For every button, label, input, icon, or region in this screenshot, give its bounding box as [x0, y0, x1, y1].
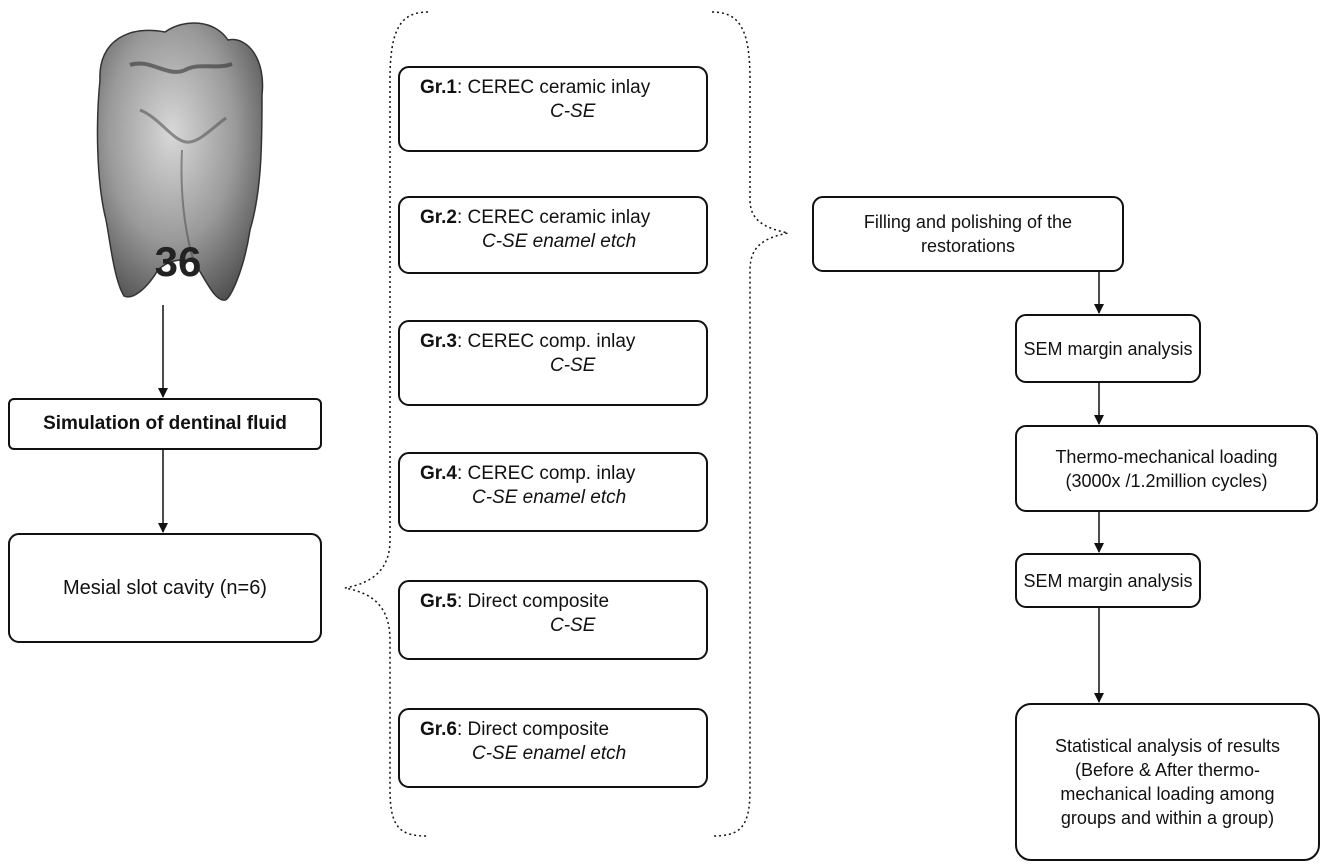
group-text: : Direct composite: [456, 719, 610, 740]
group-text: : CEREC comp. inlay: [456, 463, 636, 484]
filling-box: Filling and polishing of the restoration…: [812, 196, 1124, 272]
stats-line-2: (Before & After thermo-: [1074, 760, 1261, 780]
thermo-box: Thermo-mechanical loading (3000x /1.2mil…: [1015, 425, 1318, 512]
group-id: Gr.4: [420, 463, 457, 484]
group-id: Gr.2: [420, 207, 457, 228]
stats-line-3: mechanical loading among: [1060, 784, 1275, 804]
sem-label-2: SEM margin analysis: [1023, 570, 1193, 591]
cavity-label: Mesial slot cavity (n=6): [63, 577, 267, 599]
thermo-line-2: (3000x /1.2million cycles): [1065, 470, 1268, 491]
group-id: Gr.5: [420, 591, 457, 612]
group-method: C-SE enamel etch: [472, 743, 627, 764]
simulation-label: Simulation of dentinal fluid: [43, 413, 287, 434]
group-method: C-SE enamel etch: [472, 487, 627, 508]
thermo-line-1: Thermo-mechanical loading: [1055, 446, 1278, 467]
group-box-4: Gr.4: CEREC comp. inlay C-SE enamel etch: [398, 452, 708, 532]
group-text: : Direct composite: [456, 591, 610, 612]
right-brace: [711, 11, 789, 837]
stats-line-4: groups and within a group): [1060, 808, 1275, 828]
group-box-3: Gr.3: CEREC comp. inlay C-SE: [398, 320, 708, 406]
group-text: : CEREC ceramic inlay: [456, 77, 651, 98]
group-method: C-SE enamel etch: [482, 231, 637, 252]
filling-line-1: Filling and polishing of the: [863, 212, 1073, 232]
filling-line-2: restorations: [920, 236, 1016, 256]
left-brace: [344, 11, 429, 837]
group-box-2: Gr.2: CEREC ceramic inlay C-SE enamel et…: [398, 196, 708, 274]
group-text: : CEREC comp. inlay: [456, 331, 636, 352]
group-box-6: Gr.6: Direct composite C-SE enamel etch: [398, 708, 708, 788]
tooth-image: [96, 22, 264, 301]
group-box-1: Gr.1: CEREC ceramic inlay C-SE: [398, 66, 708, 152]
stats-box: Statistical analysis of results (Before …: [1015, 703, 1320, 861]
group-id: Gr.1: [420, 77, 457, 98]
group-id: Gr.3: [420, 331, 457, 352]
group-text: : CEREC ceramic inlay: [456, 207, 651, 228]
sem-box-2: SEM margin analysis: [1015, 553, 1201, 608]
group-method: C-SE: [550, 355, 596, 376]
sem-label-1: SEM margin analysis: [1023, 338, 1193, 359]
stats-line-1: Statistical analysis of results: [1054, 736, 1281, 756]
group-method: C-SE: [550, 101, 596, 122]
simulation-box: Simulation of dentinal fluid: [8, 398, 322, 450]
tooth-number: 36: [155, 238, 202, 285]
group-method: C-SE: [550, 615, 596, 636]
group-box-5: Gr.5: Direct composite C-SE: [398, 580, 708, 660]
sem-box-1: SEM margin analysis: [1015, 314, 1201, 383]
group-id: Gr.6: [420, 719, 457, 740]
cavity-box: Mesial slot cavity (n=6): [8, 533, 322, 643]
